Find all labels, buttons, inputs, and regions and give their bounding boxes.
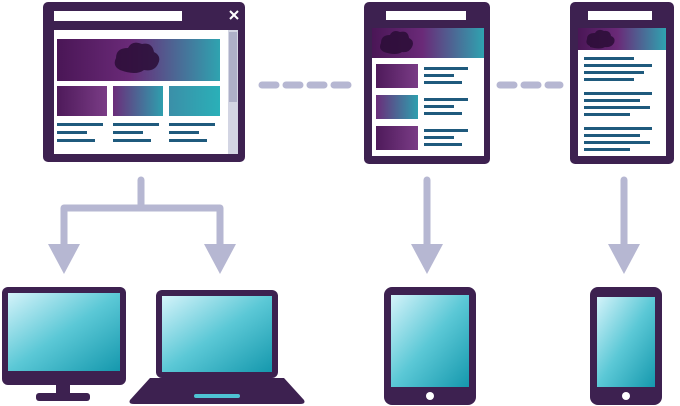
desktop-scrollbar-thumb — [229, 32, 237, 102]
arrow-to-tablet — [411, 176, 443, 274]
desktop-thumbnail-3 — [169, 86, 220, 116]
desktop-hero-cloud-shape — [114, 42, 160, 73]
smartphone-home-button — [622, 392, 630, 400]
tablet-screen — [391, 295, 469, 387]
laptop-icon — [129, 290, 305, 404]
close-icon — [229, 10, 239, 20]
mobile-hero-cloud-shape — [586, 29, 615, 49]
mobile-layout-window — [570, 2, 674, 164]
desktop-thumbnail-2 — [113, 86, 163, 116]
desktop-text-lines — [57, 123, 215, 142]
tablet-text-lines — [424, 67, 468, 146]
tablet-home-button — [426, 392, 434, 400]
tablet-thumbnail-2 — [376, 95, 418, 119]
mobile-text-lines — [584, 57, 652, 151]
arrow-head-to-monitor — [48, 244, 80, 274]
monitor-screen — [8, 293, 120, 371]
arrow-desktop-branch — [48, 176, 236, 274]
laptop-trackpad — [194, 394, 240, 398]
monitor-neck — [56, 385, 70, 395]
tablet-hero-cloud-shape — [380, 31, 413, 54]
arrow-head-to-laptop — [204, 244, 236, 274]
mobile-address-bar — [588, 11, 652, 20]
desktop-monitor-icon — [2, 287, 126, 401]
tablet-address-bar — [386, 11, 466, 20]
smartphone-screen — [597, 297, 655, 387]
tablet-thumbnail-1 — [376, 64, 418, 88]
monitor-stand — [36, 393, 90, 401]
arrow-to-phone — [608, 176, 640, 274]
desktop-thumbnail-1 — [57, 86, 107, 116]
tablet-icon — [384, 287, 476, 405]
tablet-layout-window — [364, 2, 490, 164]
desktop-layout-window — [43, 2, 245, 162]
laptop-base — [129, 378, 305, 404]
laptop-screen — [162, 296, 272, 372]
tablet-thumbnail-3 — [376, 126, 418, 150]
smartphone-icon — [590, 287, 662, 405]
desktop-address-bar — [54, 11, 182, 21]
